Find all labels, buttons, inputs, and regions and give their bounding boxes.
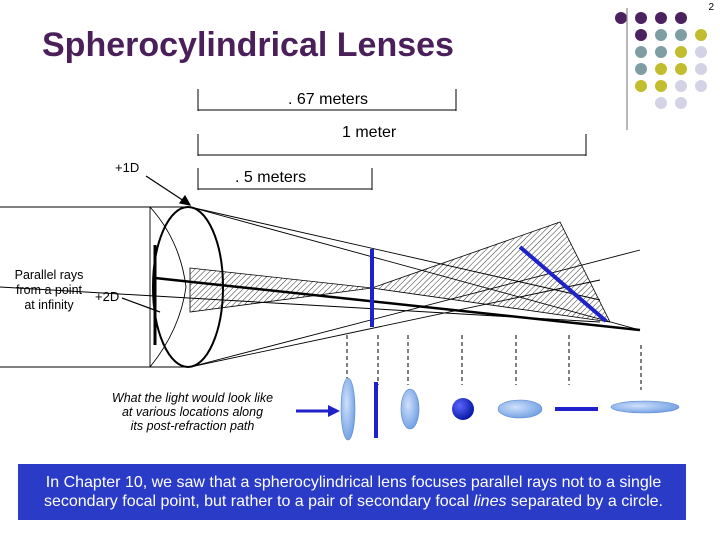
- dashed-markers: [346, 335, 642, 390]
- lens-ellipse: [152, 206, 224, 368]
- footer-text-italic: lines: [473, 493, 507, 510]
- power-label-plus1d: +1D: [115, 160, 140, 175]
- cross-section-tall-ellipse: [340, 377, 356, 441]
- measure-1m: [197, 134, 587, 156]
- caption-arrow: [296, 405, 340, 417]
- cross-section-caption: What the light would look like at variou…: [95, 391, 290, 433]
- rays-label-line: at infinity: [24, 298, 74, 312]
- principal-ray: [154, 276, 641, 332]
- circle-of-least-confusion: [452, 398, 474, 420]
- horizontal-focal-line: [518, 245, 608, 323]
- measure-05: [197, 168, 373, 190]
- label-1-meter: 1 meter: [342, 124, 397, 141]
- cross-section-medium-ellipse: [400, 388, 420, 430]
- cross-section-flat-ellipse: [610, 400, 680, 414]
- parallel-rays-label: Parallel rays from a point at infinity: [6, 268, 92, 313]
- decorative-dot-grid: [615, 8, 707, 130]
- label-067-meters: . 67 meters: [288, 91, 369, 108]
- hatched-region-1: [189, 267, 373, 313]
- caption-line: its post-refraction path: [130, 419, 255, 433]
- label-05-meters: . 5 meters: [235, 169, 307, 186]
- rays-label-line: Parallel rays: [14, 268, 84, 282]
- rays-label-line: from a point: [15, 283, 82, 297]
- measure-067: [197, 89, 457, 111]
- slide-number: 2: [708, 2, 714, 13]
- footer-box: In Chapter 10, we saw that a spherocylin…: [18, 464, 686, 520]
- slide-title: Spherocylindrical Lenses: [42, 26, 454, 64]
- footer-text-before: In Chapter 10, we saw that a spherocylin…: [43, 474, 662, 510]
- caption-line: at various locations along: [121, 405, 264, 419]
- power-label-plus2d: +2D: [95, 289, 120, 304]
- hatched-region-2: [371, 221, 611, 323]
- caption-line: What the light would look like: [111, 391, 274, 405]
- footer-text-after: separated by a circle.: [506, 493, 663, 510]
- cross-section-wide-ellipse: [497, 399, 543, 419]
- footer-text: In Chapter 10, we saw that a spherocylin…: [26, 473, 681, 511]
